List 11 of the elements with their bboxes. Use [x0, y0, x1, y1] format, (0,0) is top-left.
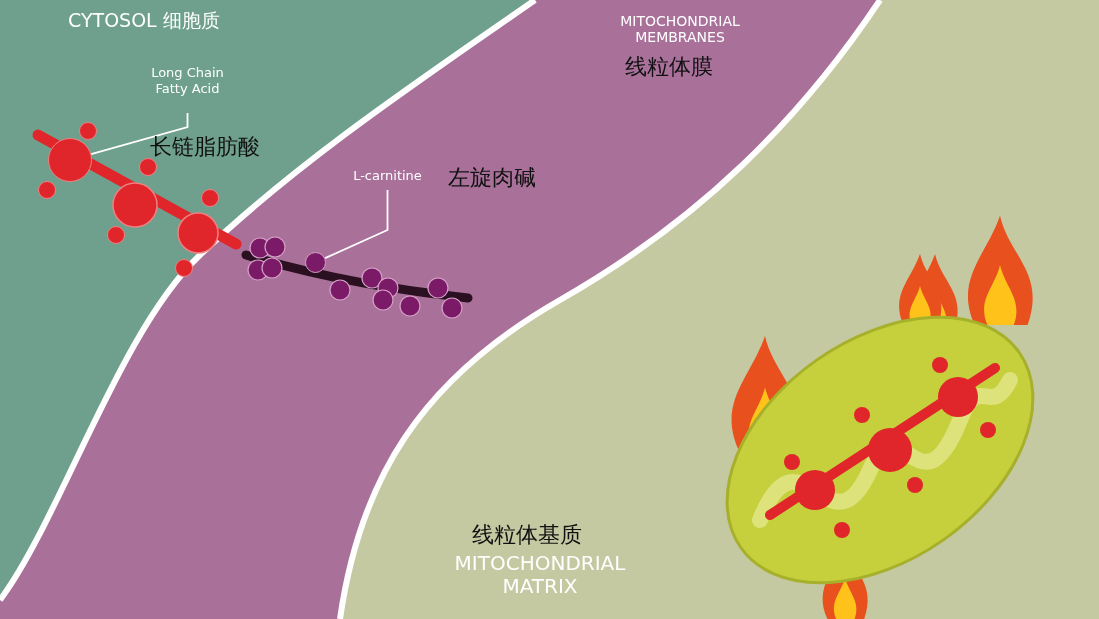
region-label: MITOCHONDRIAL MEMBRANES [619, 13, 741, 46]
leader-line [324, 189, 389, 260]
region-label: MITOCHONDRIAL MATRIX [453, 552, 627, 598]
region-label: 线粒体基质 [472, 522, 582, 548]
callout-label: Long Chain Fatty Acid [135, 65, 240, 113]
leader-line [90, 112, 189, 155]
molecule-label: 左旋肉碱 [448, 165, 536, 191]
molecule-label: 长链脂肪酸 [150, 134, 260, 160]
region-label: 线粒体膜 [625, 54, 713, 80]
region-label: CYTOSOL 细胞质 [68, 10, 220, 32]
callout-label: L-carnitine [345, 168, 430, 190]
